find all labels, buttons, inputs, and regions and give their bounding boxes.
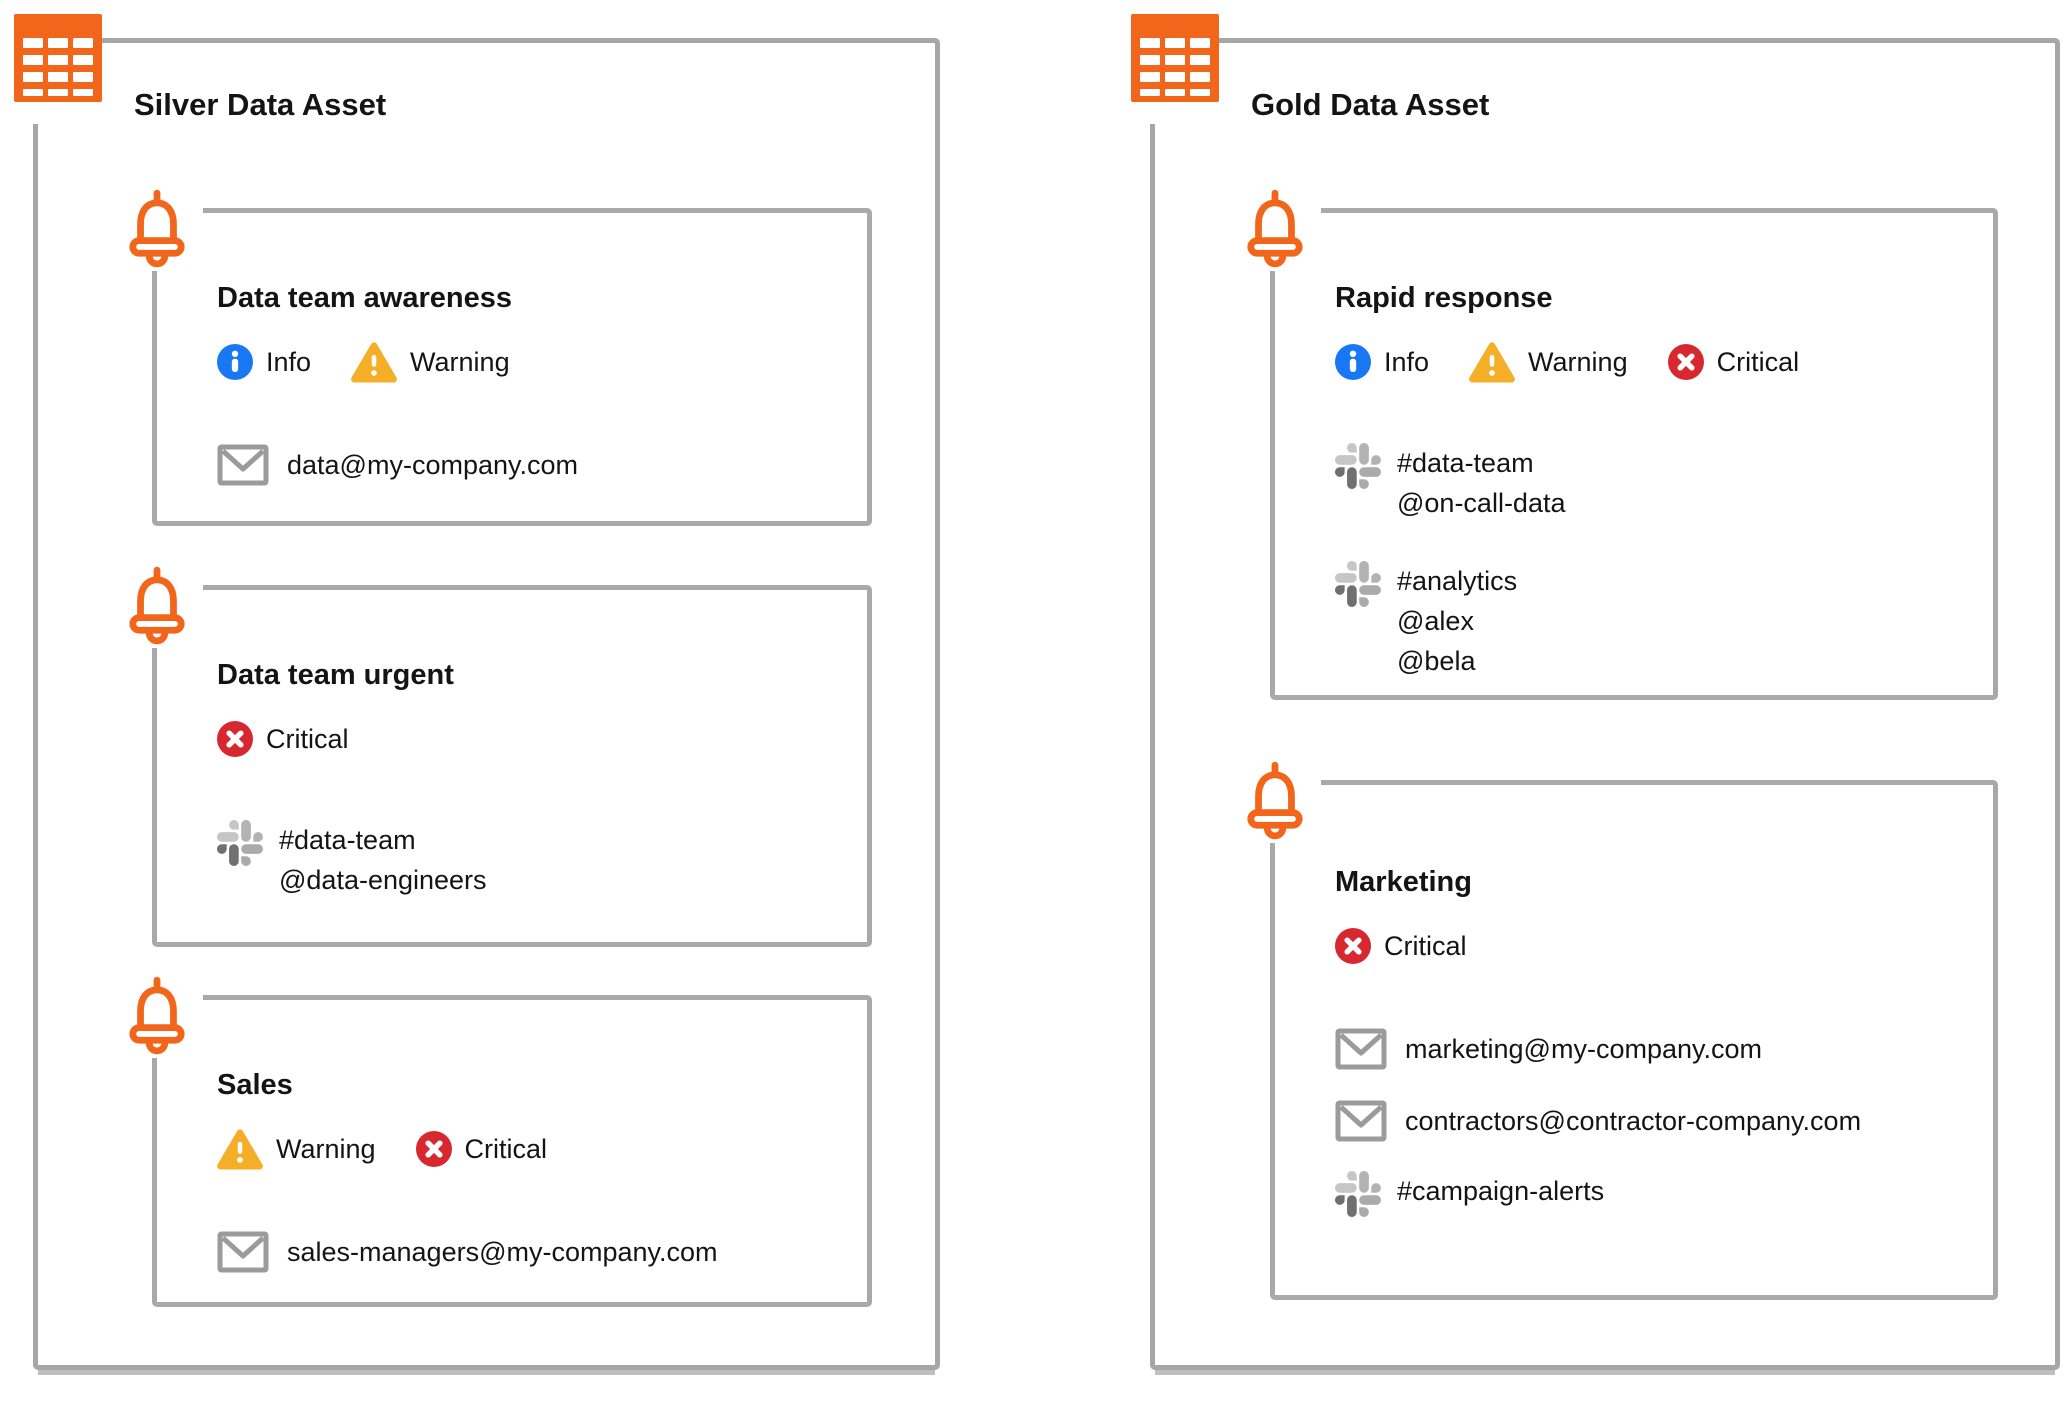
severity-badge-critical: Critical — [1668, 344, 1800, 380]
critical-icon — [416, 1131, 452, 1167]
severity-badge-critical: Critical — [416, 1131, 548, 1167]
slack-icon — [1335, 1171, 1381, 1217]
notification-card-marketing: Marketing Critical marketing@my-company.… — [1270, 780, 1998, 1300]
warning-icon — [217, 1128, 263, 1170]
slack-channel: #data-team — [279, 825, 416, 856]
slack-handle: @bela — [1397, 646, 1476, 677]
slack-handle: @on-call-data — [1397, 488, 1566, 519]
card-title: Data team awareness — [217, 282, 512, 315]
email-envelope-icon — [217, 1230, 269, 1274]
card-title: Rapid response — [1335, 282, 1553, 315]
border-mask — [30, 98, 42, 124]
severity-label: Info — [266, 347, 312, 378]
notification-card-data-team-urgent: Data team urgent Critical #data-team @da… — [152, 585, 872, 947]
severity-badge-info: Info — [1335, 344, 1429, 380]
severity-label: Info — [1384, 347, 1430, 378]
slack-icon — [1335, 561, 1381, 607]
card-title: Data team urgent — [217, 659, 454, 692]
silver-data-asset-panel: Silver Data Asset Data team awareness In… — [33, 38, 940, 1370]
warning-icon — [1469, 341, 1515, 383]
severity-badge-warning: Warning — [1469, 341, 1628, 383]
card-title: Marketing — [1335, 866, 1472, 899]
table-icon — [14, 14, 102, 102]
severity-label: Warning — [410, 347, 510, 378]
email-destination: data@my-company.com — [217, 443, 839, 487]
panel-title: Gold Data Asset — [1251, 86, 1490, 122]
email-destination: sales-managers@my-company.com — [217, 1230, 839, 1274]
severity-badge-warning: Warning — [351, 341, 510, 383]
slack-handle: @alex — [1397, 606, 1474, 637]
slack-icon — [1335, 443, 1381, 489]
info-icon — [217, 344, 253, 380]
email-destination: marketing@my-company.com — [1335, 1027, 1965, 1071]
severity-label: Critical — [1716, 347, 1800, 378]
severity-label: Warning — [1528, 347, 1628, 378]
critical-icon — [217, 721, 253, 757]
email-destination: contractors@contractor-company.com — [1335, 1099, 1965, 1143]
severity-badges: Critical — [217, 716, 839, 762]
notification-bell-icon — [126, 565, 188, 647]
slack-channel: #analytics — [1397, 566, 1518, 597]
notification-bell-icon — [1244, 188, 1306, 270]
email-envelope-icon — [217, 443, 269, 487]
slack-destination: #data-team @on-call-data — [1335, 443, 1965, 523]
critical-icon — [1335, 928, 1371, 964]
notification-card-data-team-awareness: Data team awareness Info Warning data@my… — [152, 208, 872, 526]
severity-badges: Info Warning Critical — [1335, 339, 1965, 385]
card-title: Sales — [217, 1069, 293, 1102]
slack-channel: #data-team — [1397, 448, 1534, 479]
severity-badges: Info Warning — [217, 339, 839, 385]
severity-badges: Critical — [1335, 923, 1965, 969]
warning-icon — [351, 341, 397, 383]
email-envelope-icon — [1335, 1027, 1387, 1071]
severity-label: Critical — [266, 724, 349, 755]
table-icon — [1131, 14, 1219, 102]
severity-badge-critical: Critical — [1335, 928, 1467, 964]
severity-badge-warning: Warning — [217, 1128, 376, 1170]
critical-icon — [1668, 344, 1704, 380]
email-address: data@my-company.com — [287, 450, 579, 481]
info-icon — [1335, 344, 1371, 380]
slack-destination: #data-team @data-engineers — [217, 820, 839, 900]
notification-bell-icon — [126, 975, 188, 1057]
notification-bell-icon — [1244, 760, 1306, 842]
slack-destination: #campaign-alerts — [1335, 1171, 1965, 1217]
notification-bell-icon — [126, 188, 188, 270]
severity-badge-critical: Critical — [217, 721, 349, 757]
email-address: contractors@contractor-company.com — [1405, 1106, 1862, 1137]
panel-title: Silver Data Asset — [134, 86, 387, 122]
notification-card-rapid-response: Rapid response Info Warning Critical — [1270, 208, 1998, 700]
gold-data-asset-panel: Gold Data Asset Rapid response Info Warn… — [1150, 38, 2060, 1370]
severity-label: Critical — [464, 1134, 548, 1165]
severity-label: Warning — [276, 1134, 376, 1165]
border-mask — [1147, 98, 1159, 124]
severity-badges: Warning Critical — [217, 1126, 839, 1172]
slack-destination: #analytics @alex @bela — [1335, 561, 1965, 681]
email-address: marketing@my-company.com — [1405, 1034, 1762, 1065]
slack-icon — [217, 820, 263, 866]
severity-badge-info: Info — [217, 344, 311, 380]
notification-card-sales: Sales Warning Critical sales-managers@my… — [152, 995, 872, 1307]
email-envelope-icon — [1335, 1099, 1387, 1143]
severity-label: Critical — [1384, 931, 1467, 962]
slack-channel: #campaign-alerts — [1397, 1176, 1605, 1207]
email-address: sales-managers@my-company.com — [287, 1237, 718, 1268]
slack-handle: @data-engineers — [279, 865, 487, 896]
